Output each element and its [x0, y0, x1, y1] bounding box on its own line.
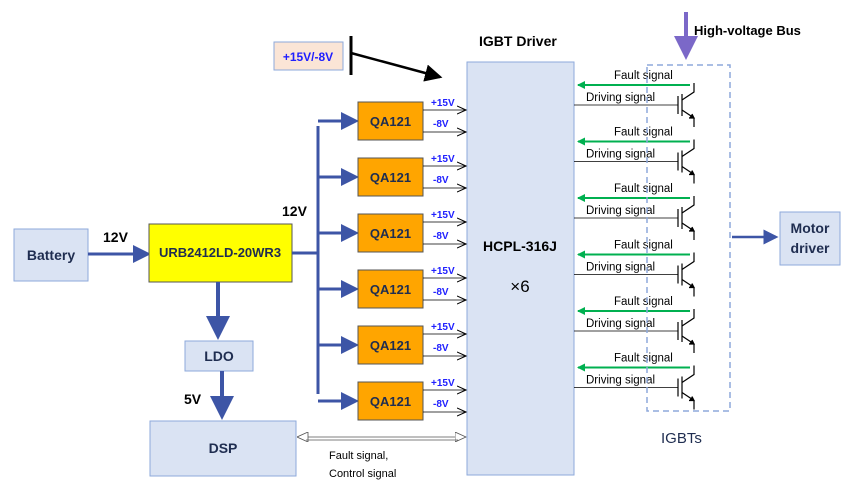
supply-box [273, 41, 344, 71]
neg-supply-label: -8V [433, 287, 449, 298]
igbt-transistor-icon [677, 365, 695, 410]
fault-signal-label: Fault signal [614, 70, 673, 82]
driver-count: ×6 [510, 277, 529, 296]
module-box [357, 269, 424, 309]
modules-layer: QA121+15V-8VQA121+15V-8VQA121+15V-8VQA12… [318, 98, 466, 421]
igbt-enclosure [646, 64, 731, 412]
qa121-module: QA121 +15V -8V [318, 154, 466, 197]
module-box [357, 157, 424, 197]
battery-box [13, 228, 89, 282]
module-label: QA121 [370, 114, 411, 129]
module-label: QA121 [370, 170, 411, 185]
driver-title: IGBT Driver [479, 33, 557, 49]
pos-supply-label: +15V [431, 322, 455, 333]
driving-signal-label: Driving signal [586, 149, 655, 161]
fault-signal-label: Fault signal [614, 183, 673, 195]
driver-chip-label: HCPL-316J [483, 238, 557, 254]
qa121-module: QA121 +15V -8V [318, 378, 466, 421]
converter-label: URB2412LD-20WR3 [159, 245, 281, 260]
module-box [357, 381, 424, 421]
module-box [357, 213, 424, 253]
fault-signal-label: Fault signal [614, 296, 673, 308]
igbt-transistor-icon [677, 83, 695, 127]
module-label: QA121 [370, 226, 411, 241]
driving-signal-label: Driving signal [586, 92, 655, 104]
module-label: QA121 [370, 338, 411, 353]
pos-supply-label: +15V [431, 210, 455, 221]
motor-driver-label-2: driver [791, 240, 830, 256]
neg-supply-label: -8V [433, 399, 449, 410]
dsp-label: DSP [209, 440, 238, 456]
pos-supply-label: +15V [431, 378, 455, 389]
neg-supply-label: -8V [433, 119, 449, 130]
driving-signal-label: Driving signal [586, 318, 655, 330]
igbt-transistor-icon [677, 139, 695, 184]
motor-driver-box [779, 211, 841, 266]
neg-supply-label: -8V [433, 343, 449, 354]
module-label: QA121 [370, 282, 411, 297]
module-label: QA121 [370, 394, 411, 409]
pos-supply-label: +15V [431, 154, 455, 165]
ldo-box [184, 340, 254, 372]
driving-signal-label: Driving signal [586, 375, 655, 387]
fault-signal-label: Fault signal [614, 127, 673, 139]
neg-supply-label: -8V [433, 175, 449, 186]
voltage-12v-bus: 12V [282, 203, 308, 219]
module-box [357, 101, 424, 141]
supply-to-driver-arrow [350, 51, 443, 82]
fault-signal-label: Fault signal [614, 240, 673, 252]
supply-label: +15V/-8V [283, 50, 333, 64]
converter-box [148, 223, 293, 283]
fault-signal-label: Fault signal [614, 353, 673, 365]
igbt-driver-box [466, 61, 575, 476]
pos-supply-label: +15V [431, 98, 455, 109]
battery-label: Battery [27, 247, 75, 263]
dsp-box [149, 420, 297, 477]
ldo-label: LDO [204, 348, 234, 364]
qa121-module: QA121 +15V -8V [318, 266, 466, 309]
module-box [357, 325, 424, 365]
motor-driver-label-1: Motor [791, 220, 830, 236]
voltage-12v-input: 12V [103, 229, 129, 245]
neg-supply-label: -8V [433, 231, 449, 242]
igbt-transistor-icon [677, 252, 695, 297]
voltage-5v: 5V [184, 391, 202, 407]
igbts-label: IGBTs [661, 430, 702, 447]
dsp-link-label-1: Fault signal, [329, 450, 388, 462]
igbt-transistor-icon [677, 196, 695, 240]
qa121-module: QA121 +15V -8V [318, 322, 466, 365]
driving-signal-label: Driving signal [586, 205, 655, 217]
igbt-transistor-icon [677, 309, 695, 353]
hv-bus-label: High-voltage Bus [694, 23, 801, 38]
pos-supply-label: +15V [431, 266, 455, 277]
dsp-link-label-2: Control signal [329, 468, 396, 480]
qa121-module: QA121 +15V -8V [318, 98, 466, 141]
driving-signal-label: Driving signal [586, 262, 655, 274]
qa121-module: QA121 +15V -8V [318, 210, 466, 253]
